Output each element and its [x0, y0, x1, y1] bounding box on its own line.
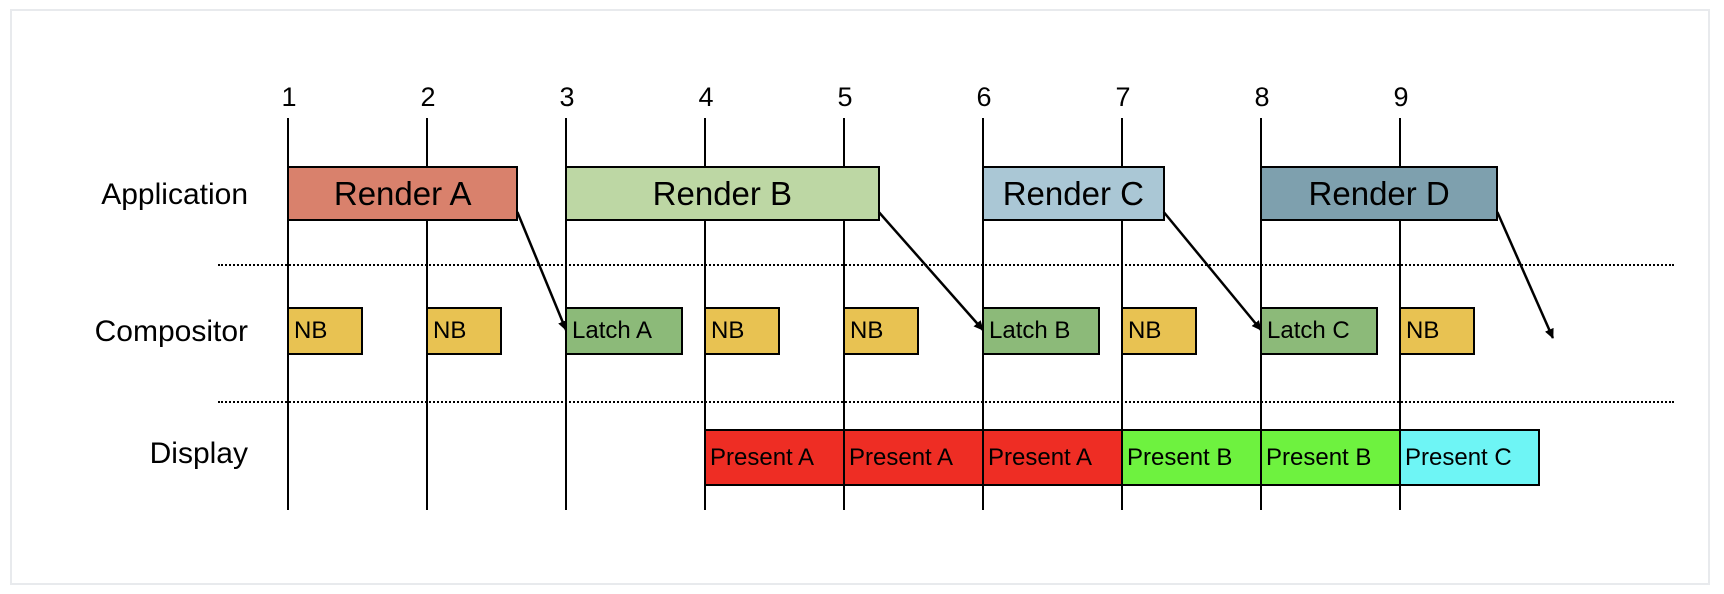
app-block-render-b[interactable]: Render B: [565, 166, 880, 221]
tick-label-3: 3: [559, 82, 575, 112]
compositor-block-2-latch-a[interactable]: Latch A: [565, 307, 684, 355]
block-label: Present A: [710, 443, 815, 471]
block-label: Present A: [988, 443, 1093, 471]
block-label: NB: [850, 317, 884, 344]
tick-label-8: 8: [1254, 82, 1270, 112]
display-block-4-present-b[interactable]: Present B: [1260, 429, 1401, 486]
block-label: Render C: [1002, 174, 1144, 212]
compositor-block-5-latch-b[interactable]: Latch B: [982, 307, 1101, 355]
block-label: NB: [1406, 317, 1440, 344]
block-label: Present C: [1405, 443, 1512, 471]
compositor-block-0-nb[interactable]: NB: [287, 307, 364, 355]
block-label: Render D: [1308, 174, 1450, 212]
row-label-compositor: Compositor: [94, 315, 248, 348]
compositor-block-3-nb[interactable]: NB: [704, 307, 781, 355]
tick-label-4: 4: [698, 82, 714, 112]
block-label: NB: [1128, 317, 1162, 344]
compositor-block-7-latch-c[interactable]: Latch C: [1260, 307, 1379, 355]
tick-label-5: 5: [837, 82, 853, 112]
app-block-render-a[interactable]: Render A: [287, 166, 519, 221]
tick-label-1: 1: [281, 82, 297, 112]
app-block-render-d[interactable]: Render D: [1260, 166, 1499, 221]
render-d-to-offscreen: [1496, 211, 1555, 339]
row-label-display: Display: [149, 437, 248, 470]
compositor-block-6-nb[interactable]: NB: [1121, 307, 1198, 355]
render-a-to-latch-a: [516, 211, 568, 331]
block-label: Present B: [1127, 443, 1233, 471]
app-block-render-c[interactable]: Render C: [982, 166, 1165, 221]
row-divider-1: [218, 264, 1674, 266]
tick-label-7: 7: [1115, 82, 1131, 112]
tick-label-2: 2: [420, 82, 436, 112]
display-block-5-present-c[interactable]: Present C: [1399, 429, 1540, 486]
block-label: Render A: [333, 174, 472, 212]
row-divider-2: [218, 401, 1674, 403]
block-label: Latch A: [572, 317, 653, 344]
display-block-2-present-a[interactable]: Present A: [982, 429, 1123, 486]
block-label: Render B: [652, 174, 793, 212]
block-label: Present B: [1266, 443, 1372, 471]
display-block-1-present-a[interactable]: Present A: [843, 429, 984, 486]
tick-label-6: 6: [976, 82, 992, 112]
display-block-3-present-b[interactable]: Present B: [1121, 429, 1262, 486]
block-label: Latch C: [1267, 317, 1350, 344]
compositor-block-4-nb[interactable]: NB: [843, 307, 920, 355]
compositor-block-1-nb[interactable]: NB: [426, 307, 503, 355]
block-label: NB: [294, 317, 328, 344]
block-label: Latch B: [989, 317, 1071, 344]
block-label: Present A: [849, 443, 954, 471]
display-block-0-present-a[interactable]: Present A: [704, 429, 845, 486]
block-label: NB: [433, 317, 467, 344]
tick-label-9: 9: [1393, 82, 1409, 112]
block-label: NB: [711, 317, 745, 344]
compositor-block-8-nb[interactable]: NB: [1399, 307, 1476, 355]
row-label-application: Application: [101, 178, 248, 211]
